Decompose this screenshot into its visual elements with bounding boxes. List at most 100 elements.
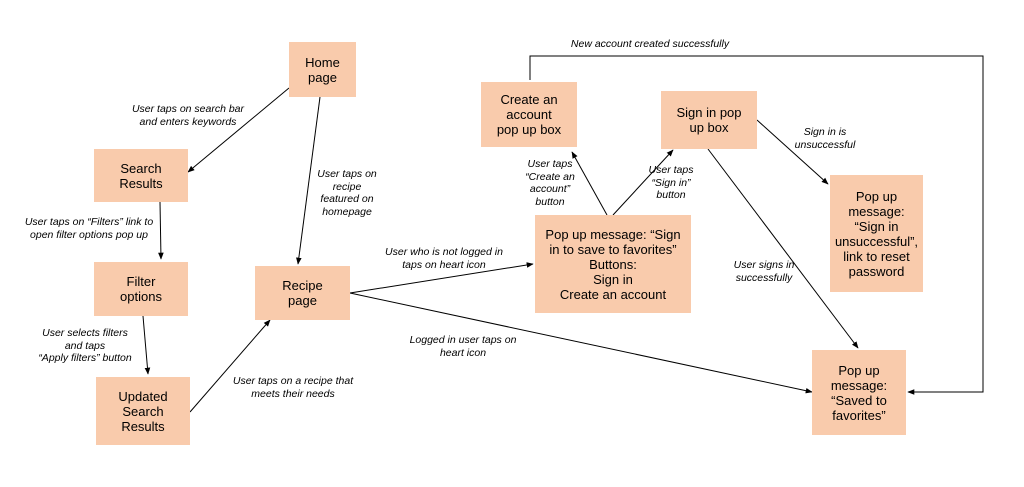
- text-line: Create an: [500, 92, 558, 107]
- text-line: User taps on search bar: [131, 103, 245, 115]
- text-line: message:: [830, 377, 888, 393]
- text-line: Pop up message: “Sign: [545, 226, 681, 242]
- edge-search-to-filter: [158, 201, 164, 260]
- text-line: options: [120, 289, 162, 304]
- text-line: heart icon: [439, 346, 487, 359]
- text-line: message:: [848, 203, 905, 219]
- text-line: button: [535, 195, 565, 208]
- label-new-account-created: New account created successfully: [555, 38, 745, 51]
- text-line: “Apply filters” button: [38, 352, 132, 364]
- text-line: featured on: [320, 193, 374, 205]
- edge-popup-to-signin-box: [612, 149, 674, 216]
- text-line: Search: [122, 403, 164, 419]
- text-line: unsuccessful”,: [834, 233, 919, 249]
- text-line: User taps: [648, 164, 694, 176]
- text-line: Sign in pop: [676, 105, 742, 120]
- text-line: homepage: [322, 205, 372, 218]
- edge-signin-to-unsuccessful: [756, 119, 829, 185]
- edge-home-to-recipe: [296, 96, 321, 265]
- text-block: New account created successfully: [555, 38, 745, 51]
- text-line: Results: [121, 418, 165, 434]
- text-line: Pop up: [855, 188, 898, 204]
- text-line: Pop up: [838, 362, 880, 378]
- text-line: User who is not logged in: [385, 246, 503, 258]
- text-line: in to save to favorites”: [549, 241, 677, 257]
- text-line: Sign in: [593, 271, 633, 287]
- text-line: User taps on a recipe that: [232, 375, 354, 387]
- text-line: and enters keywords: [139, 115, 237, 128]
- text-line: account”: [529, 183, 571, 195]
- text-line: User selects filters: [42, 327, 128, 339]
- text-line: page: [308, 69, 337, 85]
- text-line: Buttons:: [589, 256, 637, 272]
- edge-home-to-search: [187, 87, 290, 173]
- text-line: Updated: [118, 388, 168, 404]
- text-line: link to reset: [843, 248, 910, 264]
- edge-filter-to-updated: [142, 315, 151, 375]
- text-line: button: [656, 189, 686, 201]
- text-line: Recipe: [282, 278, 323, 293]
- text-line: password: [848, 263, 905, 279]
- edge-updated-to-recipe: [189, 319, 271, 413]
- text-line: “Sign in: [854, 218, 899, 234]
- text-line: and taps: [64, 339, 106, 352]
- text-line: unsuccessful: [794, 138, 856, 151]
- text-line: User taps on “Filters” link to: [24, 216, 154, 228]
- text-line: Logged in user taps on: [409, 334, 517, 346]
- text-line: taps on heart icon: [402, 258, 486, 271]
- edge-recipe-to-popup-saved: [349, 292, 813, 394]
- edge-popup-to-create: [571, 151, 608, 216]
- text-line: New account created successfully: [570, 38, 730, 50]
- text-line: User taps on: [317, 168, 377, 180]
- text-line: account: [506, 107, 552, 122]
- text-line: open filter options pop up: [30, 228, 148, 241]
- text-line: User signs in: [733, 259, 795, 271]
- edge-signin-to-saved: [707, 148, 859, 349]
- text-line: up box: [689, 120, 729, 135]
- text-line: page: [288, 293, 317, 308]
- text-line: Filter: [126, 274, 156, 289]
- edge-recipe-to-popup-signin: [349, 262, 534, 294]
- text-line: Results: [119, 175, 163, 191]
- text-line: Home: [305, 54, 340, 70]
- text-line: “Sign in”: [651, 176, 691, 189]
- text-line: favorites”: [832, 407, 886, 423]
- text-line: successfully: [735, 271, 793, 284]
- text-line: Search: [120, 160, 162, 176]
- text-line: pop up box: [496, 122, 562, 137]
